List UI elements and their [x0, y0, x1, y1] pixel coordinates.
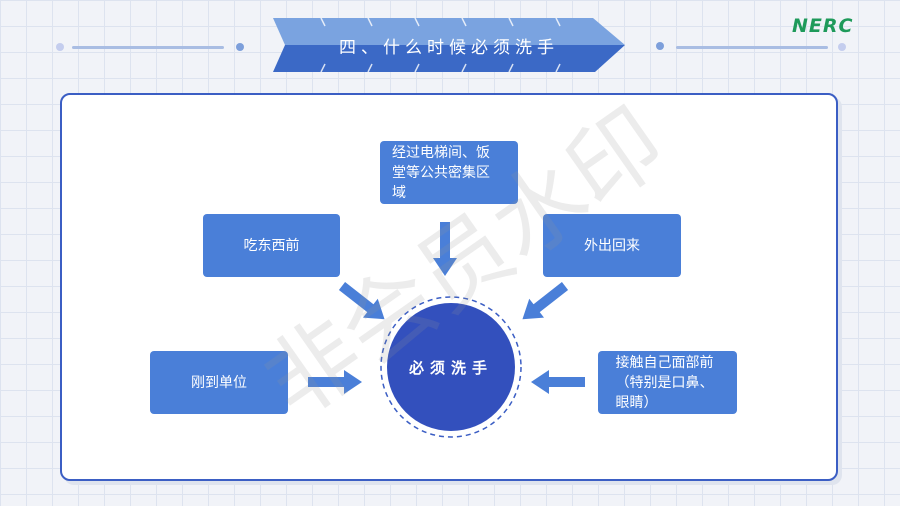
arrow-diag-right [515, 276, 573, 329]
arrow-diag-left [334, 276, 392, 329]
nerc-logo: NERC [792, 15, 854, 37]
title-banner [273, 18, 625, 73]
node-label: 经过电梯间、饭堂等公共密集区域 [392, 144, 490, 201]
node-label: 刚到单位 [191, 374, 247, 391]
node-public-areas: 经过电梯间、饭堂等公共密集区域 [380, 141, 518, 204]
center-circle [387, 303, 515, 431]
page-title: 四、什么时候必须洗手 [339, 37, 559, 58]
node-touch-face: 接触自己面部前（特别是口鼻、眼睛） [598, 351, 737, 414]
node-arrive-at-work: 刚到单位 [150, 351, 288, 414]
decor-dot [56, 43, 64, 51]
dashed-ring [380, 296, 522, 438]
arrow-down [433, 222, 457, 276]
node-back-from-outside: 外出回来 [543, 214, 681, 277]
decor-line [72, 46, 224, 49]
decor-line [676, 46, 828, 49]
decor-dot [236, 43, 244, 51]
decor-dot [838, 43, 846, 51]
node-before-eating: 吃东西前 [203, 214, 340, 277]
node-label: 吃东西前 [243, 237, 300, 254]
decor-dot [656, 42, 664, 50]
node-label: 接触自己面部前（特别是口鼻、眼睛） [615, 354, 714, 411]
arrow-right [308, 370, 362, 394]
node-label: 外出回来 [584, 237, 640, 254]
arrow-left [531, 370, 585, 394]
center-label: 必须洗手 [408, 359, 493, 377]
